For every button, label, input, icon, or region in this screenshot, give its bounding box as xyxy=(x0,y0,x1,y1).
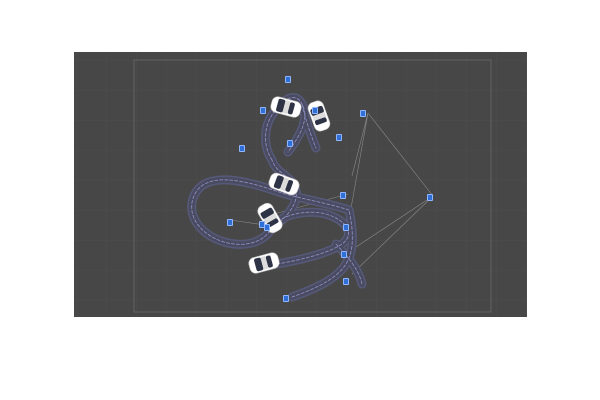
node-label-16[interactable] xyxy=(283,295,289,302)
node-label-14[interactable] xyxy=(341,251,347,258)
node-label-9[interactable] xyxy=(427,194,433,201)
node-label-10[interactable] xyxy=(227,219,233,226)
node-label-3[interactable] xyxy=(312,107,318,114)
node-label-8[interactable] xyxy=(340,192,346,199)
node-label-1[interactable] xyxy=(285,76,291,83)
node-label-7[interactable] xyxy=(239,145,245,152)
node-label-6[interactable] xyxy=(287,140,293,147)
node-label-4[interactable] xyxy=(360,110,366,117)
scene-bounds xyxy=(133,59,492,313)
grid-background xyxy=(74,52,527,317)
scene-viewport[interactable] xyxy=(74,52,527,317)
track xyxy=(187,93,367,302)
node-label-13[interactable] xyxy=(343,224,349,231)
node-label-2[interactable] xyxy=(260,107,266,114)
node-label-5[interactable] xyxy=(336,134,342,141)
scene-canvas[interactable] xyxy=(74,52,527,317)
node-label-15[interactable] xyxy=(343,278,349,285)
node-label-12[interactable] xyxy=(264,224,270,231)
